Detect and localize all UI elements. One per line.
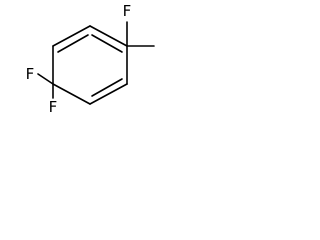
bond-c4-c5 — [89, 83, 128, 105]
bond-to-left-f-upper — [37, 73, 54, 85]
fluorine-top-right-label: F — [123, 2, 132, 20]
fluorine-left-lower-label: F — [49, 98, 58, 116]
double-bond-inner-top-left — [57, 34, 89, 53]
bond-c2-c3 — [89, 25, 128, 47]
bond-c5-c6 — [52, 83, 91, 105]
double-bond-inner-top-right — [91, 34, 123, 53]
fluorine-left-upper-label: F — [26, 65, 35, 83]
double-bond-inner-bottom — [91, 78, 123, 97]
chemical-structure-diagram: F F F — [26, 2, 155, 116]
bond-c1-c2 — [52, 25, 91, 47]
